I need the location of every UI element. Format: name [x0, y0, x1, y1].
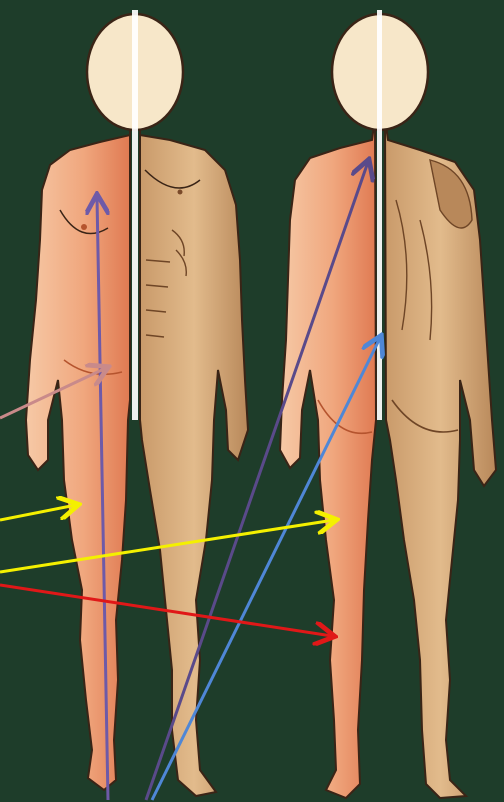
- front-figure: [26, 10, 248, 796]
- front-female-nipple: [81, 224, 87, 230]
- back-male-half: [385, 118, 496, 798]
- back-figure: [280, 10, 496, 798]
- back-female-half: [280, 118, 376, 798]
- back-split-line: [377, 10, 382, 420]
- front-male-half: [140, 118, 248, 796]
- front-split-line: [132, 10, 138, 420]
- front-female-body: [26, 118, 130, 790]
- back-female-body: [280, 118, 376, 798]
- front-female-half: [26, 118, 130, 790]
- front-male-body: [140, 118, 248, 796]
- front-male-nipple: [178, 190, 183, 195]
- yellow-arrow-front-thigh: [0, 505, 76, 520]
